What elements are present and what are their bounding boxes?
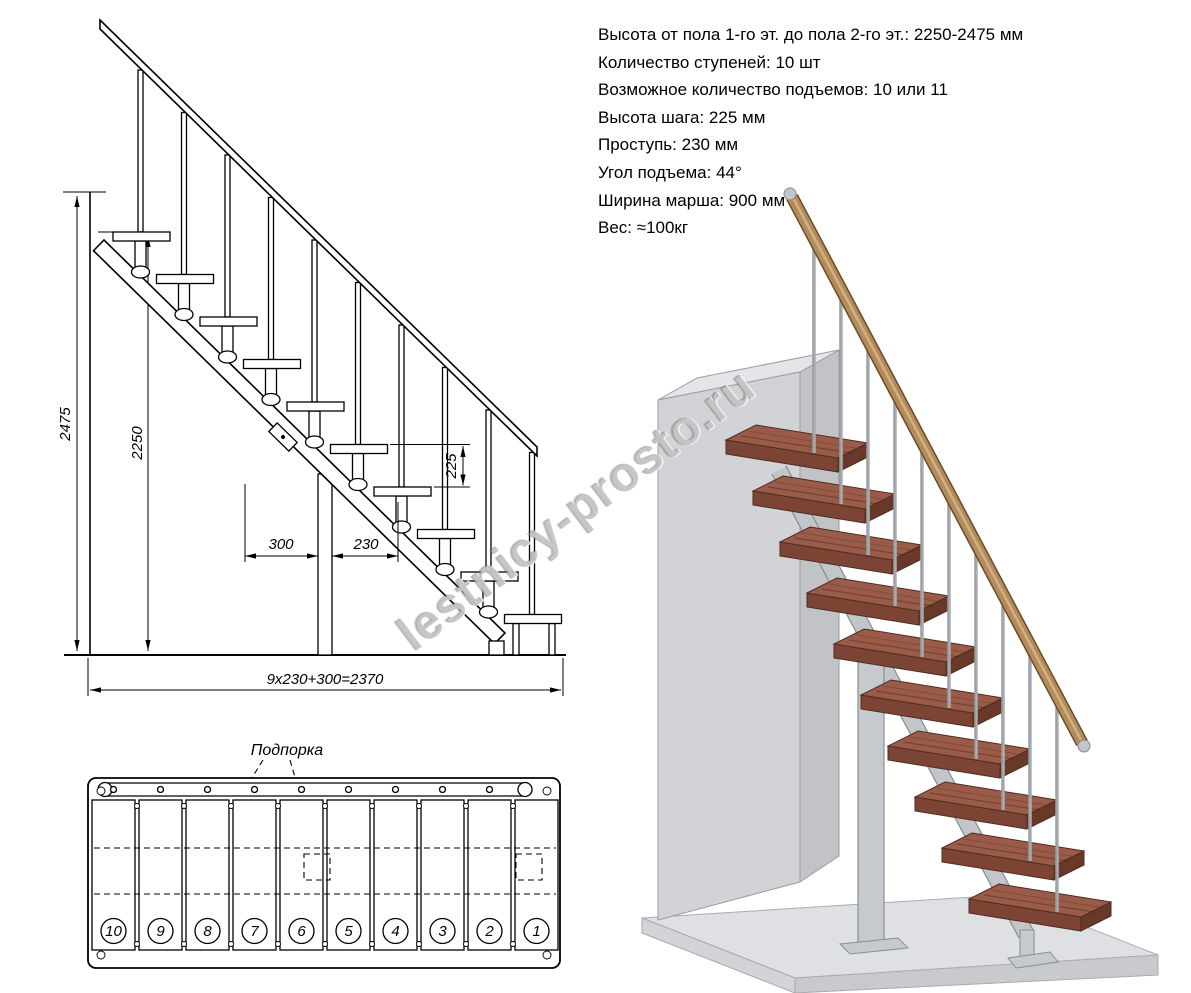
stringer-foot	[488, 640, 505, 656]
stair-step	[460, 409, 519, 619]
dim-total-run: 9x230+300=2370	[87, 658, 564, 696]
tread	[941, 832, 1085, 881]
handrail-3d	[783, 187, 1091, 753]
stair-steps	[112, 69, 563, 656]
spec-line: Вес: ≈100кг	[598, 218, 689, 238]
step-number: 9	[156, 923, 165, 940]
step-number: 8	[203, 923, 212, 940]
spec-line: Количество ступеней: 10 шт	[598, 52, 821, 72]
stair-step	[286, 239, 345, 449]
spec-line: Угол подъема: 44°	[598, 162, 742, 182]
step-number: 3	[438, 923, 447, 940]
spec-line: Возможное количество подъемов: 10 или 11	[598, 80, 948, 100]
spec-line: Проступь: 230 мм	[598, 135, 739, 155]
plan-handrail	[97, 781, 533, 798]
render-3d	[641, 187, 1159, 993]
spec-line: Высота шага: 225 мм	[598, 107, 766, 127]
dim-support-tread: 300 230	[244, 484, 399, 562]
step-number: 1	[532, 923, 540, 940]
elevation-view: 2475 2250	[57, 18, 566, 696]
fastener-holes	[96, 786, 552, 960]
tread	[833, 628, 977, 677]
plan-view: Подпорка	[87, 742, 561, 969]
stringer-joint-plate	[267, 422, 299, 452]
dim-support-offset-label: 300	[268, 536, 294, 553]
hidden-support-right	[515, 853, 543, 881]
support-post	[317, 473, 333, 656]
dim-total-height-label: 2475	[57, 407, 74, 442]
handrail	[99, 18, 538, 458]
dim-floor-to-floor-label: 2250	[129, 426, 146, 461]
dim-tread-depth-label: 230	[352, 536, 379, 553]
tread	[887, 730, 1031, 779]
step-number: 6	[297, 923, 306, 940]
rail-cap-bottom	[1077, 739, 1091, 753]
stair-step	[329, 281, 389, 492]
rail-cap-top	[783, 187, 797, 201]
stair-step	[155, 111, 215, 322]
support-label: Подпорка	[251, 742, 323, 759]
tread	[914, 781, 1058, 830]
stair-step	[242, 196, 302, 407]
dim-total-height: 2475	[57, 191, 106, 651]
step-number: 4	[391, 923, 399, 940]
specs-block: Высота от пола 1-го эт. до пола 2-го эт.…	[598, 21, 1023, 242]
step-number: 5	[344, 923, 353, 940]
stair-step	[199, 154, 258, 364]
plan-step-numbers: 10 9 8 7 6 5 4 3 2 1	[100, 917, 550, 945]
spec-line: Высота от пола 1-го эт. до пола 2-го эт.…	[598, 25, 1024, 44]
stair-step	[112, 69, 171, 279]
spec-line: Ширина марша: 900 мм	[598, 190, 786, 210]
stair-step	[373, 324, 432, 534]
step-number: 10	[105, 923, 122, 940]
dim-total-run-label: 9x230+300=2370	[267, 671, 384, 688]
step-number: 2	[484, 923, 494, 940]
step-number: 7	[250, 923, 259, 940]
dim-step-height: 225	[390, 444, 470, 488]
stringer-foot-3d	[1007, 929, 1059, 969]
bottom-step	[503, 451, 563, 656]
dim-step-height-label: 225	[443, 453, 460, 480]
hidden-support-center	[303, 853, 331, 881]
leader-line	[289, 759, 317, 851]
